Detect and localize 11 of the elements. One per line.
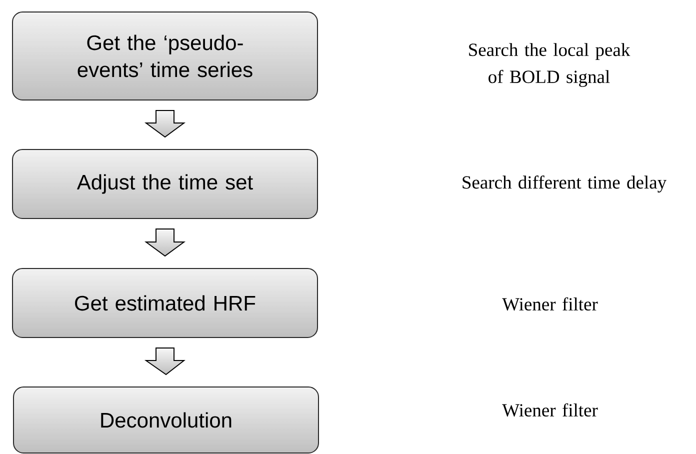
process-box: Deconvolution: [13, 386, 319, 454]
block-arrow: [144, 228, 186, 257]
side-note: Wiener filter: [502, 297, 598, 311]
side-note: Search the local peak of BOLD signal: [469, 43, 630, 87]
side-note: Wiener filter: [502, 403, 598, 417]
block-arrow: [144, 348, 186, 376]
block-arrow: [144, 110, 186, 138]
process-box: Get estimated HRF: [12, 268, 318, 338]
side-note: Search different time delay: [462, 175, 666, 192]
process-box: Get the ‘pseudo-events’ time series: [12, 12, 318, 100]
process-box: Adjust the time set: [12, 149, 318, 219]
